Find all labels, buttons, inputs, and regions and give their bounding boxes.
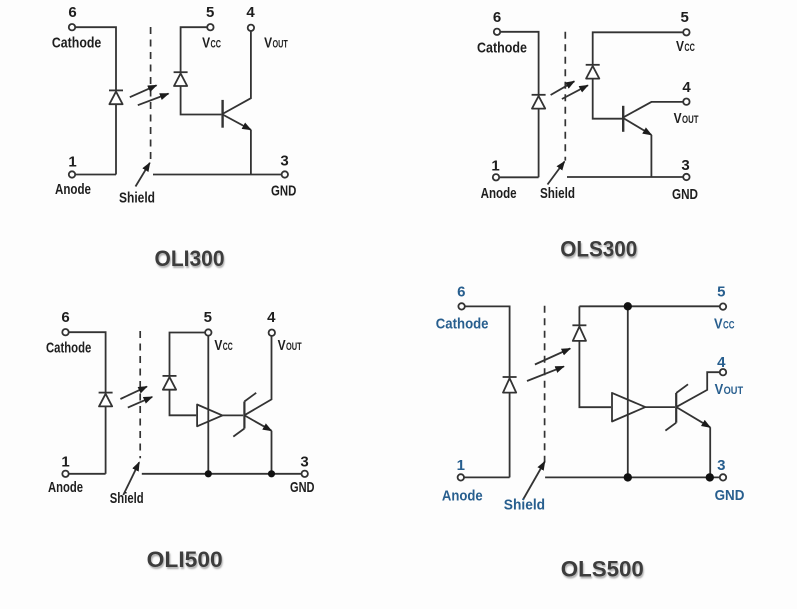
svg-text:5: 5	[717, 284, 725, 301]
svg-text:4: 4	[246, 4, 255, 21]
svg-text:4: 4	[267, 309, 276, 326]
svg-text:CC: CC	[223, 341, 233, 353]
svg-text:5: 5	[204, 309, 212, 326]
svg-text:Anode: Anode	[55, 181, 91, 198]
svg-text:OLS500: OLS500	[561, 557, 644, 582]
svg-text:5: 5	[206, 4, 214, 21]
svg-text:OLI500: OLI500	[147, 547, 223, 572]
svg-text:V: V	[674, 110, 682, 127]
svg-text:GND: GND	[290, 479, 315, 496]
svg-text:1: 1	[491, 158, 499, 175]
svg-text:OUT: OUT	[724, 385, 744, 397]
svg-text:6: 6	[493, 9, 501, 26]
svg-text:OUT: OUT	[682, 114, 699, 126]
svg-text:GND: GND	[672, 186, 698, 203]
svg-text:CC: CC	[723, 320, 735, 332]
svg-text:3: 3	[681, 157, 689, 174]
svg-text:6: 6	[68, 4, 76, 21]
svg-text:V: V	[714, 316, 723, 333]
svg-text:CC: CC	[211, 39, 222, 51]
svg-text:6: 6	[457, 283, 465, 300]
svg-text:Cathode: Cathode	[52, 35, 101, 52]
svg-text:Anode: Anode	[48, 479, 83, 496]
svg-text:CC: CC	[684, 42, 695, 54]
svg-text:4: 4	[682, 79, 691, 96]
svg-text:3: 3	[280, 153, 288, 170]
svg-text:V: V	[202, 35, 210, 52]
svg-text:Cathode: Cathode	[46, 340, 91, 357]
svg-text:1: 1	[457, 457, 465, 474]
svg-text:Cathode: Cathode	[477, 39, 527, 56]
svg-text:Shield: Shield	[110, 490, 144, 507]
svg-text:V: V	[278, 337, 286, 354]
svg-text:5: 5	[681, 9, 689, 26]
svg-text:V: V	[264, 35, 272, 52]
svg-text:3: 3	[300, 453, 308, 470]
svg-text:OUT: OUT	[286, 341, 302, 353]
svg-text:Shield: Shield	[540, 185, 575, 202]
svg-text:1: 1	[68, 154, 76, 171]
svg-text:GND: GND	[271, 183, 296, 200]
svg-text:4: 4	[717, 354, 726, 371]
svg-text:V: V	[676, 38, 684, 55]
svg-text:Anode: Anode	[481, 185, 517, 202]
svg-text:1: 1	[61, 453, 69, 470]
svg-text:6: 6	[61, 309, 69, 326]
svg-text:Cathode: Cathode	[436, 316, 489, 333]
svg-text:3: 3	[717, 457, 725, 474]
svg-text:OLI300: OLI300	[155, 246, 225, 271]
svg-text:Shield: Shield	[119, 189, 155, 206]
svg-text:Anode: Anode	[442, 487, 483, 504]
svg-text:V: V	[715, 381, 724, 398]
svg-text:Shield: Shield	[504, 497, 545, 514]
svg-text:OUT: OUT	[273, 39, 288, 51]
svg-text:V: V	[214, 337, 222, 354]
svg-text:OLS300: OLS300	[560, 237, 637, 262]
svg-text:GND: GND	[715, 487, 745, 504]
